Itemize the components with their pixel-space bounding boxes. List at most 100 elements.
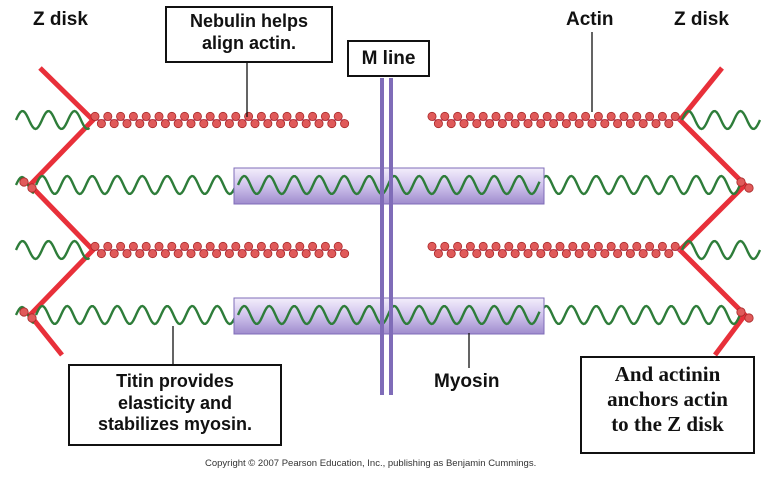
actin-label: Actin [566, 9, 614, 30]
actin-bead [96, 249, 106, 259]
actin-bead [529, 111, 539, 121]
actin-bead [180, 111, 190, 121]
actin-bead [632, 241, 642, 251]
actin-bead [237, 249, 247, 259]
actin-bead [96, 119, 106, 129]
actin-bead [549, 249, 559, 259]
actin-bead [453, 241, 463, 251]
titin-right-stub-1 [680, 109, 762, 131]
actin-bead [613, 249, 623, 259]
actin-bead [269, 111, 279, 121]
actin-bead [606, 241, 616, 251]
actin-bead [645, 111, 655, 121]
actin-bead [199, 119, 209, 129]
actin-bead [173, 249, 183, 259]
actin-bead [160, 119, 170, 129]
actin-bead [427, 111, 437, 121]
actin-bead [340, 249, 350, 259]
anchor-bead [744, 183, 754, 193]
actinin-callout: And actinin anchors actin to the Z disk [580, 356, 755, 454]
actinin-line-1: And actinin [614, 362, 721, 386]
actin-bead [269, 241, 279, 251]
actin-bead [276, 119, 286, 129]
actin-filament-right-1 [427, 111, 680, 129]
actin-bead [440, 111, 450, 121]
actin-bead [613, 119, 623, 129]
actin-bead [529, 241, 539, 251]
actin-bead [250, 119, 260, 129]
actin-bead [491, 241, 501, 251]
actin-bead [295, 111, 305, 121]
actin-bead [555, 241, 565, 251]
actin-bead [256, 241, 266, 251]
actin-bead [459, 119, 469, 129]
actin-bead [308, 111, 318, 121]
actin-bead [574, 249, 584, 259]
actin-bead [301, 249, 311, 259]
anchor-bead [19, 177, 29, 187]
actin-bead [440, 241, 450, 251]
actin-bead [593, 111, 603, 121]
titin-right-stub-2 [680, 239, 762, 261]
actin-bead [122, 249, 132, 259]
actin-bead [154, 241, 164, 251]
actin-bead [212, 249, 222, 259]
titin-left-stub-1 [14, 109, 91, 131]
actin-bead [606, 111, 616, 121]
actin-bead [218, 241, 228, 251]
z-disk-left-label: Z disk [33, 9, 88, 30]
actin-bead [625, 249, 635, 259]
actin-bead [536, 119, 546, 129]
actin-bead [549, 119, 559, 129]
actin-bead [459, 249, 469, 259]
actin-bead [472, 249, 482, 259]
actin-bead [427, 241, 437, 251]
actin-filament-left-2 [90, 241, 350, 259]
actin-bead [517, 111, 527, 121]
actin-bead [148, 249, 158, 259]
actin-bead [670, 111, 680, 121]
titin-callout: Titin provides elasticity and stabilizes… [68, 364, 282, 446]
titin-right-1 [538, 174, 743, 196]
actin-bead [340, 119, 350, 129]
titin-line-1: Titin provides [116, 371, 234, 391]
m-line-bar-2 [389, 78, 393, 395]
m-line-label: M line [361, 48, 416, 69]
actin-bead [542, 241, 552, 251]
actin-bead [320, 241, 330, 251]
actin-bead [199, 249, 209, 259]
actin-bead [497, 249, 507, 259]
actin-bead [581, 241, 591, 251]
actin-bead [218, 111, 228, 121]
titin-left-1 [34, 174, 237, 196]
actin-bead [320, 111, 330, 121]
actin-bead [587, 249, 597, 259]
actin-bead [282, 111, 292, 121]
actin-bead [141, 111, 151, 121]
titin-right-2 [538, 304, 743, 326]
anchor-bead [27, 313, 37, 323]
z-disk-left [26, 66, 97, 357]
actin-bead [600, 249, 610, 259]
actin-bead [651, 119, 661, 129]
actin-bead [160, 249, 170, 259]
actin-bead [288, 119, 298, 129]
actin-bead [276, 249, 286, 259]
actin-bead [167, 111, 177, 121]
anchor-bead [736, 307, 746, 317]
actin-bead [568, 111, 578, 121]
actin-bead [173, 119, 183, 129]
anchor-bead [744, 313, 754, 323]
actin-bead [263, 119, 273, 129]
actin-bead [205, 241, 215, 251]
actin-bead [314, 249, 324, 259]
actin-bead [135, 249, 145, 259]
actin-bead [581, 111, 591, 121]
actin-bead [517, 241, 527, 251]
actin-bead [231, 111, 241, 121]
actin-bead [638, 249, 648, 259]
actin-bead [109, 249, 119, 259]
actin-bead [327, 119, 337, 129]
actin-bead [619, 241, 629, 251]
